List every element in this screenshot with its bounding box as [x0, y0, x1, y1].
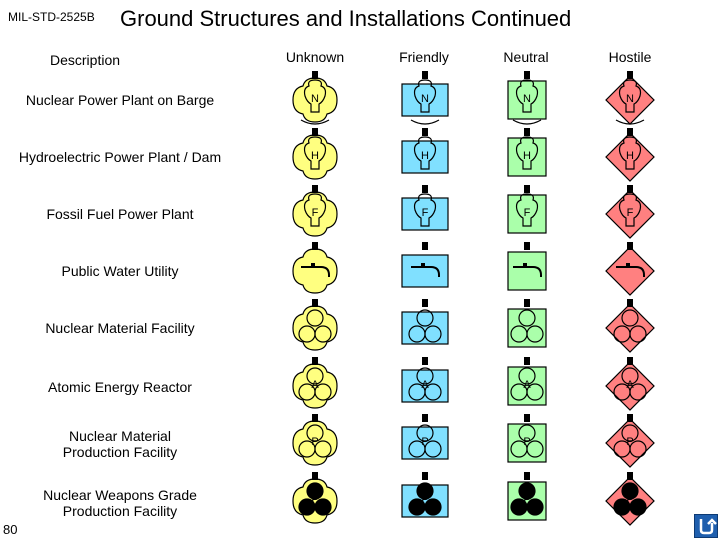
friendly-radiation-filled-icon: P — [401, 472, 449, 518]
symbol-letter: P — [626, 436, 633, 448]
neutral-power-plant-icon: H — [507, 128, 547, 177]
row-label: Fossil Fuel Power Plant — [46, 206, 194, 222]
row-label: Nuclear Material Production Facility — [62, 428, 178, 460]
friendly-water-faucet-icon — [401, 242, 449, 288]
hostile-radiation-filled-icon: P — [605, 472, 655, 526]
symbol-letter: A — [626, 379, 634, 391]
symbol-letter: P — [421, 494, 428, 506]
hostile-radiation-icon: A — [605, 357, 655, 411]
symbol-letter: A — [523, 379, 531, 391]
symbol-letter: P — [421, 436, 428, 448]
col-header-friendly: Friendly — [399, 49, 449, 65]
neutral-power-plant-icon: F — [507, 185, 547, 234]
symbol-letter: N — [626, 93, 634, 105]
symbol-letter: P — [311, 436, 318, 448]
symbol-letter: N — [421, 93, 429, 105]
symbol-letter: H — [311, 150, 319, 162]
unknown-power-plant-icon: F — [292, 185, 338, 237]
symbol-letter: F — [524, 207, 531, 219]
col-header-neutral: Neutral — [503, 49, 549, 65]
symbol-letter: N — [523, 93, 531, 105]
symbol-letter: N — [311, 93, 319, 105]
hostile-power-plant-icon: F — [605, 185, 655, 239]
unknown-radiation-icon — [292, 299, 338, 351]
neutral-water-faucet-icon — [507, 242, 547, 291]
return-button[interactable] — [694, 514, 718, 538]
col-header-unknown: Unknown — [285, 49, 345, 65]
friendly-radiation-icon: A — [401, 357, 449, 403]
symbol-letter: P — [523, 436, 530, 448]
hostile-power-plant-icon: H — [605, 128, 655, 182]
symbol-letter: P — [311, 494, 318, 506]
row-label: Nuclear Power Plant on Barge — [25, 92, 215, 108]
symbol-letter: H — [421, 150, 429, 162]
neutral-power-plant-barge-icon: N — [507, 71, 547, 125]
neutral-radiation-icon — [507, 299, 547, 348]
description-header: Description — [50, 52, 121, 68]
page-number: 80 — [3, 522, 18, 537]
unknown-radiation-filled-icon: P — [292, 472, 338, 524]
row-label: Atomic Energy Reactor — [48, 379, 192, 395]
symbol-letter: F — [312, 207, 319, 219]
hostile-radiation-icon: P — [605, 414, 655, 468]
row-label: Nuclear Weapons Grade Production Facilit… — [43, 487, 197, 519]
hostile-water-faucet-icon — [605, 242, 655, 296]
neutral-radiation-icon: P — [507, 414, 547, 463]
symbol-letter: F — [627, 207, 634, 219]
unknown-power-plant-icon: H — [292, 128, 338, 180]
friendly-radiation-icon: P — [401, 414, 449, 460]
symbol-letter: P — [523, 494, 530, 506]
neutral-radiation-filled-icon: P — [507, 472, 547, 521]
friendly-power-plant-icon: H — [401, 128, 449, 174]
hostile-power-plant-barge-icon: N — [605, 71, 655, 125]
friendly-power-plant-icon: F — [401, 185, 449, 231]
symbol-letter: H — [523, 150, 531, 162]
symbol-letter: A — [421, 379, 429, 391]
neutral-radiation-icon: A — [507, 357, 547, 406]
symbol-letter: F — [422, 207, 429, 219]
unknown-radiation-icon: P — [292, 414, 338, 466]
friendly-radiation-icon — [401, 299, 449, 345]
symbol-letter: A — [311, 379, 319, 391]
symbol-letter: H — [626, 150, 634, 162]
row-label: Nuclear Material Facility — [45, 320, 195, 336]
row-label: Public Water Utility — [61, 263, 179, 279]
symbol-letter: P — [626, 494, 633, 506]
return-arrow-icon — [699, 518, 717, 535]
hostile-radiation-icon — [605, 299, 655, 353]
page-title: Ground Structures and Installations Cont… — [120, 6, 572, 31]
col-header-hostile: Hostile — [608, 49, 652, 65]
row-label: Hydroelectric Power Plant / Dam — [18, 149, 222, 165]
friendly-power-plant-barge-icon: N — [401, 71, 449, 125]
unknown-water-faucet-icon — [292, 242, 338, 294]
unknown-radiation-icon: A — [292, 357, 338, 409]
standard-label: MIL-STD-2525B — [8, 10, 95, 24]
unknown-power-plant-barge-icon: N — [292, 71, 338, 125]
